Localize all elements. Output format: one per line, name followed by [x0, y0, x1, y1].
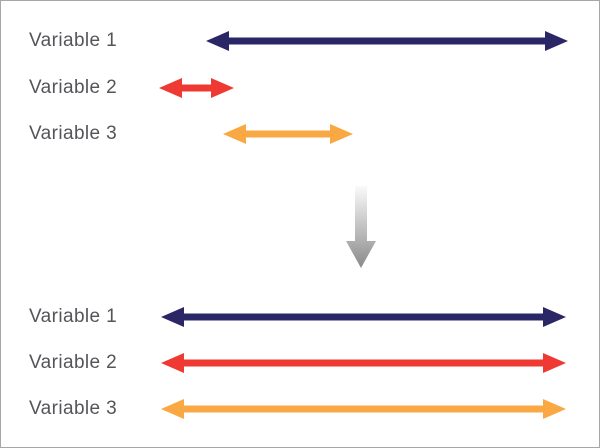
arrow-shaft	[177, 84, 216, 92]
variable-2-label-bottom: Variable 2	[29, 352, 118, 373]
arrow-shaft	[179, 405, 548, 413]
variable-2-range-arrow-bottom	[161, 353, 566, 373]
arrow-right-head-icon	[543, 307, 566, 327]
arrow-shaft	[224, 37, 550, 45]
arrow-shaft	[179, 313, 548, 321]
arrow-right-head-icon	[543, 353, 566, 373]
arrow-shaft	[241, 130, 335, 138]
arrow-left-head-icon	[161, 307, 184, 327]
arrow-left-head-icon	[159, 78, 182, 98]
variable-3-label-top: Variable 3	[29, 123, 118, 144]
transform-down-arrow-icon	[346, 186, 376, 268]
arrow-right-head-icon	[211, 78, 234, 98]
arrow-right-head-icon	[330, 124, 353, 144]
variable-1-range-arrow-top	[206, 31, 568, 51]
variable-1-label-bottom: Variable 1	[29, 306, 118, 327]
arrow-right-head-icon	[545, 31, 568, 51]
variable-2-label-top: Variable 2	[29, 77, 118, 98]
variable-1-range-arrow-bottom	[161, 307, 566, 327]
arrow-left-head-icon	[223, 124, 246, 144]
variable-3-range-arrow-bottom	[161, 399, 566, 419]
variable-3-label-bottom: Variable 3	[29, 398, 118, 419]
variable-2-range-arrow-top	[159, 78, 234, 98]
variable-1-label-top: Variable 1	[29, 30, 118, 51]
arrow-shaft	[179, 359, 548, 367]
arrow-right-head-icon	[543, 399, 566, 419]
arrow-left-head-icon	[161, 353, 184, 373]
arrow-left-head-icon	[206, 31, 229, 51]
arrow-left-head-icon	[161, 399, 184, 419]
variable-3-range-arrow-top	[223, 124, 353, 144]
